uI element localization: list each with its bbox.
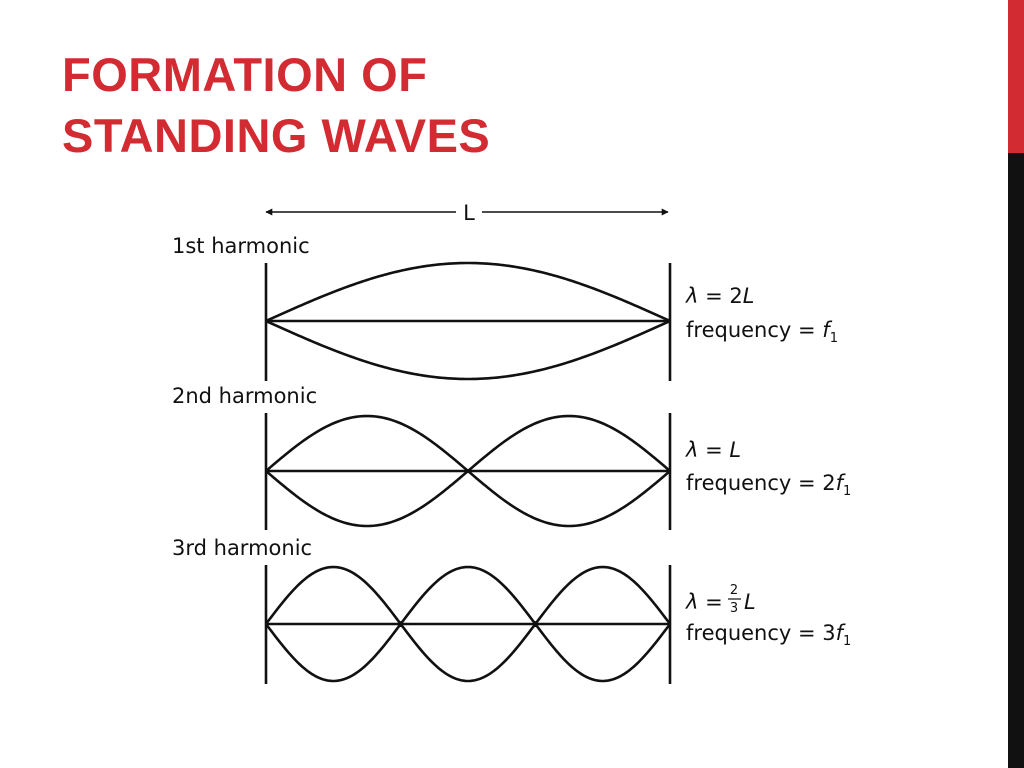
harmonic-1: 1st harmonic λ = 2L frequency = f1 bbox=[172, 234, 838, 381]
harmonic-3-wavelength-variable: L bbox=[744, 590, 756, 614]
slide-title-line-1: FORMATION OF bbox=[62, 48, 428, 101]
harmonic-3-frequency: frequency = 3f1 bbox=[686, 621, 851, 649]
slide-title: FORMATION OF STANDING WAVES bbox=[62, 44, 490, 166]
harmonic-1-lower-envelope bbox=[265, 319, 671, 381]
harmonic-3-fraction-denominator: 3 bbox=[730, 601, 738, 616]
harmonic-1-label: 1st harmonic bbox=[172, 234, 310, 258]
side-accent-bar-black bbox=[1008, 153, 1024, 768]
harmonic-3-fraction-numerator: 2 bbox=[730, 583, 738, 598]
harmonic-2-upper-envelope bbox=[265, 414, 671, 473]
harmonic-2-wave bbox=[265, 414, 671, 528]
length-label: L bbox=[463, 201, 475, 225]
slide-title-line-2: STANDING WAVES bbox=[62, 109, 491, 162]
harmonic-3-lower-envelope bbox=[264, 623, 672, 683]
harmonic-1-wave bbox=[265, 261, 671, 381]
harmonic-1-wavelength: λ = 2L bbox=[685, 284, 754, 308]
harmonic-3: 3rd harmonic λ = 2 3 L frequency = 3f1 bbox=[172, 536, 851, 684]
harmonic-1-upper-envelope bbox=[265, 261, 671, 323]
harmonic-2: 2nd harmonic λ = L frequency = 2f1 bbox=[172, 384, 851, 530]
harmonic-3-label: 3rd harmonic bbox=[172, 536, 312, 560]
harmonic-1-frequency: frequency = f1 bbox=[686, 318, 838, 346]
harmonic-3-wavelength: λ = bbox=[685, 590, 723, 614]
harmonic-3-wave bbox=[264, 565, 672, 683]
side-accent-bar-red bbox=[1008, 0, 1024, 153]
harmonic-2-frequency: frequency = 2f1 bbox=[686, 471, 851, 499]
harmonic-3-upper-envelope bbox=[264, 565, 672, 625]
harmonic-2-label: 2nd harmonic bbox=[172, 384, 317, 408]
harmonic-2-wavelength: λ = L bbox=[685, 438, 741, 462]
harmonic-2-lower-envelope bbox=[265, 469, 671, 528]
